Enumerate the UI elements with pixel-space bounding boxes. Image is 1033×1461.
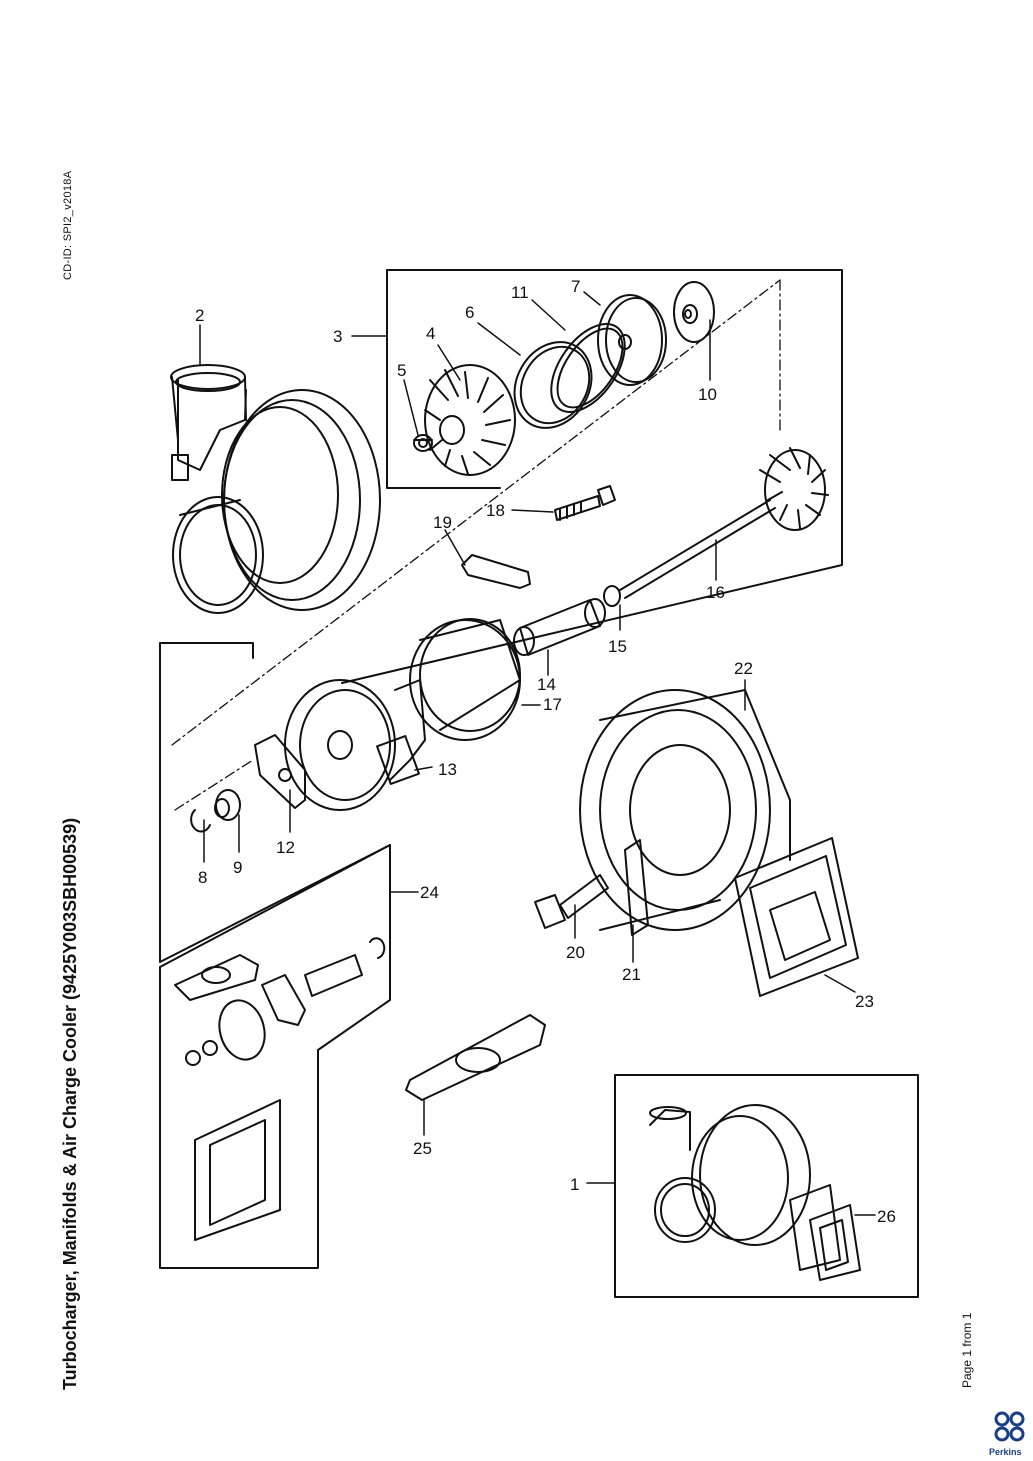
compressor-housing-2 xyxy=(170,364,381,614)
gasket-12 xyxy=(254,734,306,809)
lock-plate-19 xyxy=(461,554,531,589)
insert-7 xyxy=(597,294,667,386)
gasket-25 xyxy=(405,1014,546,1101)
callout-13: 13 xyxy=(438,760,457,779)
wheel-nut-5 xyxy=(413,434,433,452)
callout-11: 11 xyxy=(511,283,529,302)
turbine-shaft-16 xyxy=(619,447,829,599)
callout-2: 2 xyxy=(195,306,204,325)
turbine-outlet-flange-23 xyxy=(734,837,859,997)
inset-turbocharger-1 xyxy=(649,1104,861,1281)
heat-shield-17 xyxy=(409,618,521,741)
compressor-wheel-4 xyxy=(424,364,516,476)
clamp-plate-21 xyxy=(624,839,649,936)
callout-16: 16 xyxy=(706,583,725,602)
callout-24: 24 xyxy=(420,883,439,902)
kit-24-parts xyxy=(174,937,386,1241)
callout-18: 18 xyxy=(486,501,505,520)
group-box-3 xyxy=(341,269,843,684)
callout-14: 14 xyxy=(537,675,556,694)
callout-23: 23 xyxy=(855,992,874,1011)
callout-22: 22 xyxy=(734,659,753,678)
thrust-collar-10 xyxy=(673,281,715,343)
perkins-logo-icon xyxy=(994,1411,1025,1442)
callout-5: 5 xyxy=(397,361,406,380)
circlip-11 xyxy=(550,323,626,413)
callout-26: 26 xyxy=(877,1207,896,1226)
callout-21: 21 xyxy=(622,965,641,984)
bearing-14 xyxy=(513,598,606,656)
group-box-3-inner xyxy=(386,269,501,489)
bearing-housing-13 xyxy=(284,679,426,811)
callout-9: 9 xyxy=(233,858,242,877)
callout-12: 12 xyxy=(276,838,295,857)
callout-20: 20 xyxy=(566,943,585,962)
callout-6: 6 xyxy=(465,303,474,322)
callout-3: 3 xyxy=(333,327,342,346)
group-box-left xyxy=(159,642,391,963)
callout-19: 19 xyxy=(433,513,452,532)
bolt-18 xyxy=(554,485,616,521)
callout-17: 17 xyxy=(543,695,562,714)
bolt-20 xyxy=(534,874,609,929)
piston-ring-15 xyxy=(603,585,621,607)
callout-7: 7 xyxy=(571,277,580,296)
group-box-24 xyxy=(159,844,391,1269)
inset-box-1 xyxy=(614,1074,919,1298)
plug-9 xyxy=(214,789,241,821)
callout-15: 15 xyxy=(608,637,627,656)
brand-name: Perkins xyxy=(989,1447,1022,1457)
turbine-housing-22 xyxy=(579,689,791,931)
callout-10: 10 xyxy=(698,385,717,404)
callout-25: 25 xyxy=(413,1139,432,1158)
callout-8: 8 xyxy=(198,868,207,887)
callout-4: 4 xyxy=(426,324,435,343)
circlip-8 xyxy=(190,809,211,833)
callout-1: 1 xyxy=(570,1175,579,1194)
